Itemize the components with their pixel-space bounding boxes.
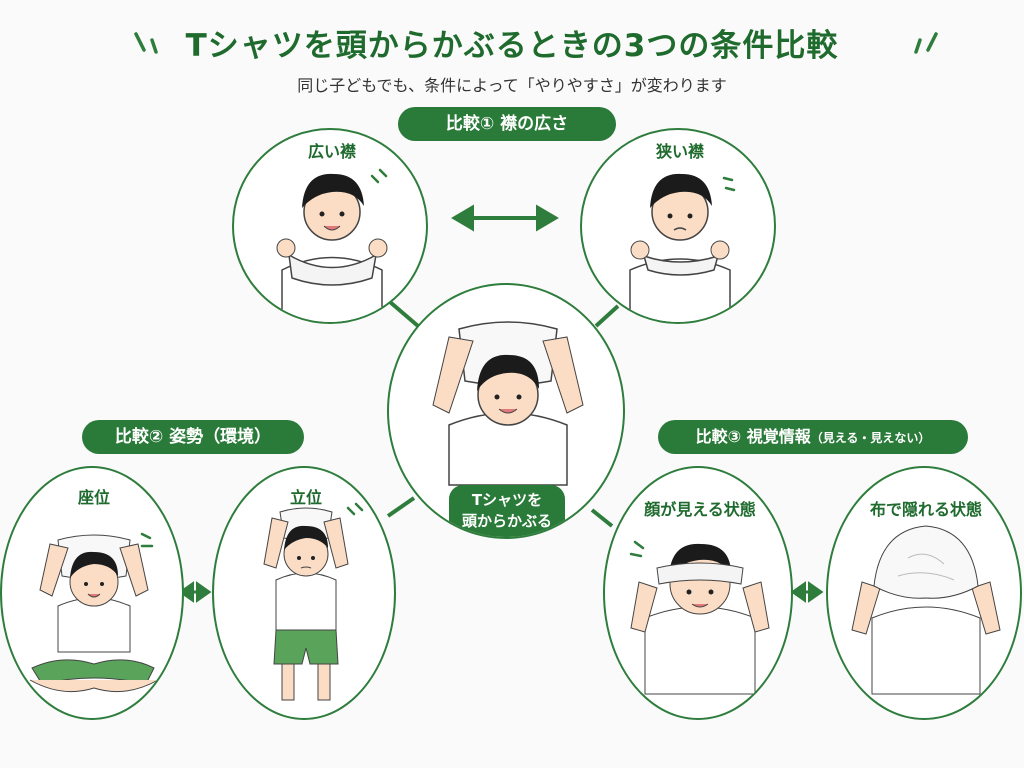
panel-label-face-covered: 布で隠れる状態 — [869, 500, 982, 519]
child-face-visible-illustration — [629, 540, 770, 695]
center-label-line2: 頭からかぶる — [461, 512, 552, 530]
panel-face-visible: 顔が見える状態 — [603, 466, 793, 720]
panel-label-narrow-collar: 狭い襟 — [655, 142, 704, 161]
comparison-1-title: 比較① 襟の広さ — [398, 107, 616, 141]
page-title: Tシャツを頭からかぶるときの3つの条件比較 — [185, 28, 839, 64]
center-label: Tシャツを 頭からかぶる — [449, 485, 565, 537]
center-label-line1: Tシャツを — [471, 491, 543, 509]
connector-top-left — [388, 300, 420, 328]
page-subtitle: 同じ子どもでも、条件によって「やりやすさ」が変わります — [297, 76, 727, 95]
child-narrow-collar-illustration — [629, 173, 736, 322]
connector-bottom-left — [386, 496, 416, 518]
title-deco-left — [134, 32, 158, 54]
connector-top-right — [594, 304, 620, 328]
comparison-2-title: 比較② 姿勢（環境） — [82, 420, 304, 454]
arrow-left-head — [451, 204, 474, 232]
child-standing-illustration — [263, 502, 364, 701]
panel-face-covered: 布で隠れる状態 — [826, 466, 1022, 720]
child-wide-collar-illustration — [276, 168, 388, 322]
panel-label-sitting: 座位 — [77, 488, 110, 507]
child-center-illustration — [432, 321, 584, 486]
panel-center: Tシャツを 頭からかぶる — [387, 283, 625, 539]
panel-label-wide-collar: 広い襟 — [307, 142, 356, 161]
title-deco-right — [914, 32, 938, 54]
arrow-right-head — [536, 204, 559, 232]
panel-wide-collar: 広い襟 — [232, 128, 428, 324]
panel-sitting: 座位 — [0, 466, 184, 720]
comparison-3-title: 比較③ 視覚情報（見える・見えない） — [658, 420, 968, 454]
panel-standing: 立位 — [212, 466, 396, 720]
panel-label-standing: 立位 — [289, 488, 322, 507]
child-face-covered-illustration — [851, 525, 1001, 695]
panel-narrow-collar: 狭い襟 — [580, 128, 776, 324]
connector-bottom-right — [590, 508, 614, 528]
panel-label-face-visible: 顔が見える状態 — [644, 500, 756, 519]
child-sitting-illustration — [29, 532, 159, 693]
